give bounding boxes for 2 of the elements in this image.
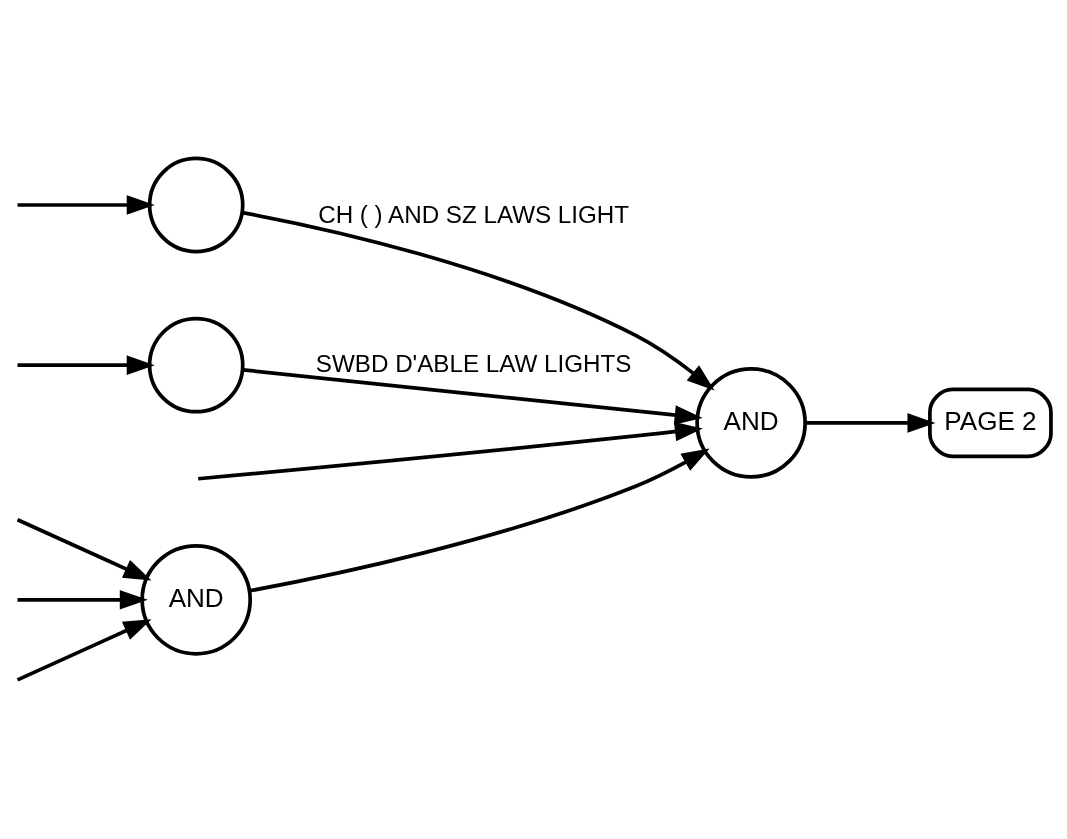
edge-label: CH ( ) AND SZ LAWS LIGHT (318, 200, 630, 228)
edge-label: SWBD D'ABLE LAW LIGHTS (315, 349, 632, 377)
